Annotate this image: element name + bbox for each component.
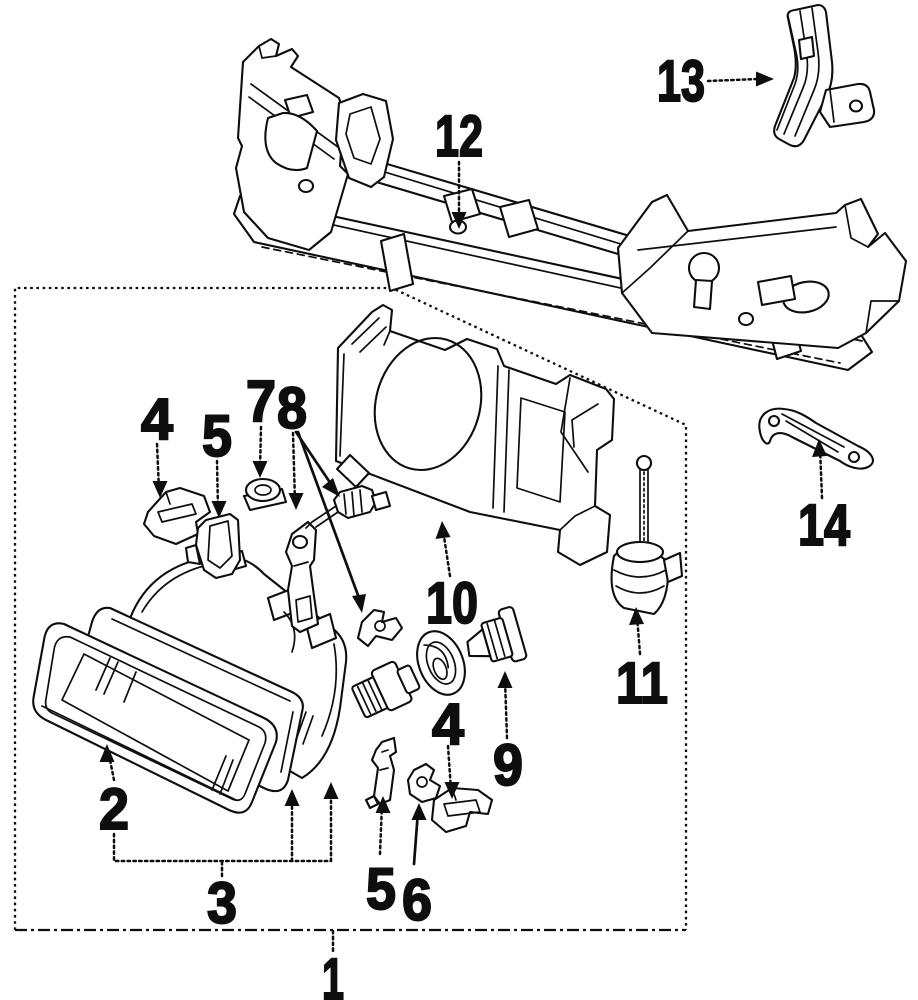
part-4-bracket-upper xyxy=(142,486,212,546)
part-4-bracket-lower xyxy=(430,786,494,834)
callout-label-6: 6 xyxy=(402,868,432,933)
callout-label-14: 14 xyxy=(798,493,850,558)
glass-hatch-marks xyxy=(95,657,234,795)
bulb-socket xyxy=(351,660,421,719)
part-8-clip xyxy=(356,608,404,648)
callout-label-5-lower: 5 xyxy=(366,857,396,922)
part-8-screw xyxy=(305,484,392,529)
callout-label-7: 7 xyxy=(246,369,276,434)
part-13-brace xyxy=(773,3,876,148)
radiator-support xyxy=(232,37,908,372)
part-14-bracket xyxy=(758,407,874,470)
part-11-adjuster xyxy=(610,454,684,616)
retainer-ring xyxy=(416,630,466,696)
callout-label-10: 10 xyxy=(426,571,478,636)
part-5-clip-lower xyxy=(364,736,398,810)
callout-label-12: 12 xyxy=(435,104,483,169)
part-2-headlamp-lens xyxy=(32,622,278,814)
part-5-bracket-upper xyxy=(184,512,242,580)
part-10-mounting-panel xyxy=(334,303,616,567)
callout-label-3: 3 xyxy=(207,871,237,936)
callout-label-1: 1 xyxy=(322,947,344,1000)
callout-label-13: 13 xyxy=(657,49,705,114)
part-8-sail-bracket xyxy=(284,520,320,634)
callout-leaders xyxy=(99,71,827,955)
callout-label-2: 2 xyxy=(99,777,129,842)
keyhole-cutout xyxy=(687,251,721,285)
callout-label-11: 11 xyxy=(616,651,668,716)
part-9-bulb xyxy=(466,606,528,663)
callout-label-4-upper: 4 xyxy=(141,387,173,452)
callout-label-9: 9 xyxy=(493,733,523,798)
headlamp-opening xyxy=(373,336,483,472)
part-6-clip xyxy=(406,762,442,804)
callout-labels: 1 2 3 4 5 7 8 4 5 6 9 10 11 12 13 14 xyxy=(98,48,851,1000)
callout-label-8: 8 xyxy=(277,376,307,441)
part-7-retainer-grommet xyxy=(242,477,288,512)
callout-label-5-upper: 5 xyxy=(202,404,232,469)
callout-label-4-lower: 4 xyxy=(432,692,464,757)
